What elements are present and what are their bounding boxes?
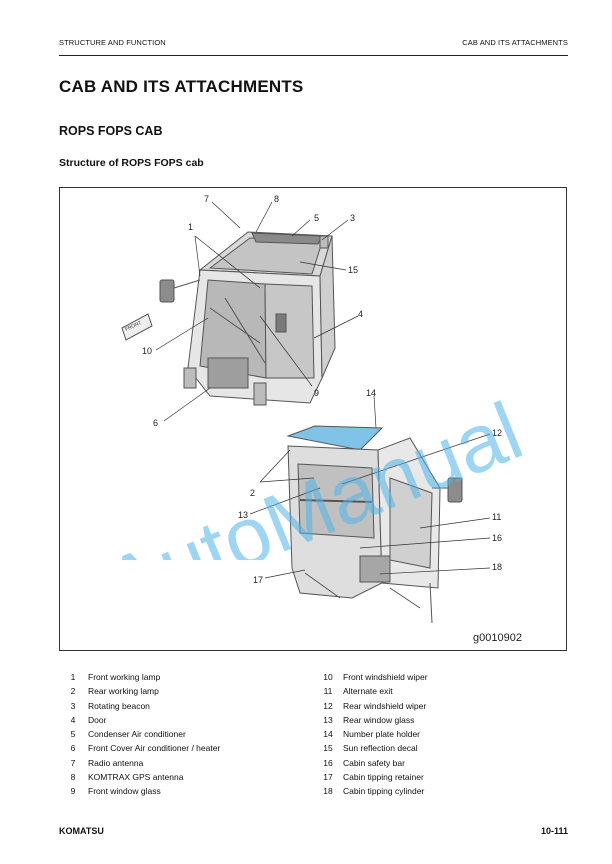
- callout-16: 16: [492, 533, 502, 543]
- callout-4: 4: [358, 309, 363, 319]
- legend-item: 8 KOMTRAX GPS antenna: [63, 770, 220, 784]
- legend-item: 6 Front Cover Air conditioner / heater: [63, 741, 221, 755]
- callout-8: 8: [274, 194, 279, 204]
- legend-label: Front window glass: [88, 786, 161, 797]
- callout-numbers: 7 8 1 5 3 15 4 10 9 14 6 12 2 13 11 16 1…: [142, 194, 502, 585]
- running-header-right: CAB AND ITS ATTACHMENTS: [462, 38, 568, 47]
- legend-number: 1: [70, 672, 76, 682]
- legend-item: 5 Condenser Air conditioner: [63, 727, 220, 741]
- legend-number: 12: [323, 700, 333, 711]
- subsection-heading: Structure of ROPS FOPS cab: [59, 157, 204, 169]
- legend-number: 13: [323, 714, 333, 725]
- legend-number: 3: [70, 700, 76, 711]
- legend-number: 9: [70, 786, 76, 797]
- legend-label: Cabin safety bar: [343, 757, 405, 768]
- callout-1: 1: [188, 222, 193, 232]
- legend-item: 10 Front windshield wiper: [318, 670, 428, 684]
- cab-illustration: FRONT: [121, 194, 502, 624]
- callout-11: 11: [492, 512, 501, 522]
- legend-item: 13 Rear window glass: [318, 713, 428, 727]
- legend-item: 15 Sun reflection decal: [318, 741, 428, 755]
- legend-number: 4: [70, 714, 76, 725]
- callout-14: 14: [366, 388, 376, 398]
- legend-label: Sun reflection decal: [343, 743, 418, 754]
- legend-label: Number plate holder: [343, 729, 421, 740]
- legend-item: 1 Front working lamp: [63, 670, 220, 684]
- legend-column-1: 1 Front working lamp 2 Rear working lamp 3…: [63, 670, 221, 799]
- legend-label: Cabin tipping retainer: [343, 772, 424, 783]
- legend-label: KOMTRAX GPS antenna: [88, 772, 184, 783]
- legend-item: 17 Cabin tipping retainer: [318, 770, 428, 784]
- legend-label: Condenser Air conditioner: [88, 729, 186, 740]
- legend-label: Front windshield wiper: [343, 672, 428, 682]
- legend-number: 16: [323, 757, 333, 768]
- legend-label: Rear window glass: [343, 714, 415, 725]
- front-cab-drawing: [159, 231, 336, 406]
- legend-label: Radio antenna: [88, 757, 144, 768]
- section-heading: ROPS FOPS CAB: [59, 124, 163, 138]
- callout-7: 7: [204, 194, 209, 204]
- front-direction-sign: FRONT: [121, 313, 153, 341]
- legend-number: 14: [323, 729, 333, 740]
- legend-label: Front Cover Air conditioner / heater: [88, 743, 221, 754]
- legend-number: 6: [70, 743, 76, 754]
- legend-label: Cabin tipping cylinder: [343, 786, 425, 797]
- legend-number: 5: [70, 729, 76, 740]
- callout-15: 15: [348, 265, 358, 275]
- legend-label: Rotating beacon: [88, 700, 150, 711]
- legend-item: 3 Rotating beacon: [63, 699, 220, 713]
- figure-code: g0010902: [473, 632, 522, 644]
- footer-brand: KOMATSU: [59, 826, 104, 836]
- rear-cab-drawing: [286, 425, 463, 624]
- legend-label: Front working lamp: [88, 672, 161, 682]
- legend-item: 11 Alternate exit: [318, 684, 428, 698]
- callout-6: 6: [153, 418, 158, 428]
- legend-column-2: 10 Front windshield wiper 11 Alternate exi…: [318, 670, 428, 799]
- legend-number: 17: [323, 772, 333, 783]
- legend-item: 9 Front window glass: [63, 784, 220, 798]
- header-rule: [59, 55, 568, 56]
- legend-number: 11: [323, 686, 333, 697]
- page-number: 10-111: [540, 826, 568, 836]
- legend-item: 12 Rear windshield wiper: [318, 699, 428, 713]
- callout-9: 9: [314, 388, 319, 398]
- callout-13: 13: [238, 510, 248, 520]
- page-title: CAB AND ITS ATTACHMENTS: [59, 77, 304, 96]
- legend-number: 2: [70, 686, 76, 697]
- legend-number: 18: [323, 786, 333, 797]
- callout-2: 2: [250, 488, 255, 498]
- callout-18: 18: [492, 562, 502, 572]
- callout-3: 3: [350, 213, 355, 223]
- callout-5: 5: [314, 213, 319, 223]
- legend-item: 16 Cabin safety bar: [318, 756, 428, 770]
- running-header-left: STRUCTURE AND FUNCTION: [59, 38, 166, 47]
- legend-item: 18 Cabin tipping cylinder: [318, 784, 428, 798]
- legend-number: 7: [70, 757, 76, 768]
- legend-label: Rear working lamp: [88, 686, 159, 697]
- legend-number: 10: [323, 672, 333, 682]
- legend-item: 2 Rear working lamp: [63, 684, 220, 698]
- legend-number: 15: [323, 743, 333, 754]
- legend-item: 7 Radio antenna: [63, 756, 220, 770]
- callout-10: 10: [142, 346, 152, 356]
- legend-label: Door: [88, 714, 107, 725]
- leader-lines: [155, 201, 491, 579]
- legend-item: 4 Door: [63, 713, 220, 727]
- legend-label: Alternate exit: [343, 686, 393, 697]
- callout-12: 12: [492, 428, 502, 438]
- legend-number: 8: [70, 772, 76, 783]
- cab-illustration-figure: FRONT: [59, 187, 567, 651]
- legend-item: 14 Number plate holder: [318, 727, 428, 741]
- legend-label: Rear windshield wiper: [343, 700, 427, 711]
- callout-17: 17: [253, 575, 263, 585]
